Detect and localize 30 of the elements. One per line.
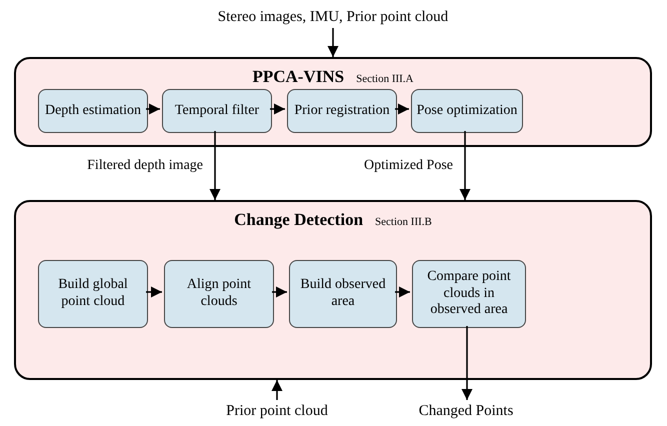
process-box: Align point clouds [164, 260, 274, 328]
panel-title: PPCA-VINS [252, 66, 344, 88]
io-label: Changed Points [404, 400, 528, 422]
arrow [272, 286, 287, 298]
arrow [146, 286, 162, 298]
io-label: Stereo images, IMU, Prior point cloud [183, 6, 483, 28]
process-box: Build global point cloud [38, 260, 148, 328]
arrow [271, 380, 283, 400]
process-box: Compare point clouds in observed area [412, 260, 526, 328]
process-box: Depth estimation [38, 89, 148, 133]
process-box: Prior registration [287, 89, 397, 133]
arrow [395, 103, 409, 115]
edge-label: Optimized Pose [362, 158, 455, 172]
edge-label: Filtered depth image [85, 158, 205, 172]
arrow [459, 131, 471, 200]
section-reference: Section III.B [375, 215, 432, 230]
group-panel [14, 57, 652, 147]
panel-title: Change Detection [234, 209, 364, 231]
process-box: Build observed area [289, 260, 397, 328]
arrow [461, 326, 473, 400]
arrow [327, 28, 339, 57]
arrow [146, 103, 160, 115]
arrow [209, 131, 221, 200]
arrow [395, 286, 410, 298]
process-box: Pose optimization [411, 89, 523, 133]
section-reference: Section III.A [356, 72, 414, 87]
process-box: Temporal filter [162, 89, 272, 133]
arrow [270, 103, 285, 115]
io-label: Prior point cloud [207, 400, 347, 422]
group-panel [14, 200, 652, 380]
